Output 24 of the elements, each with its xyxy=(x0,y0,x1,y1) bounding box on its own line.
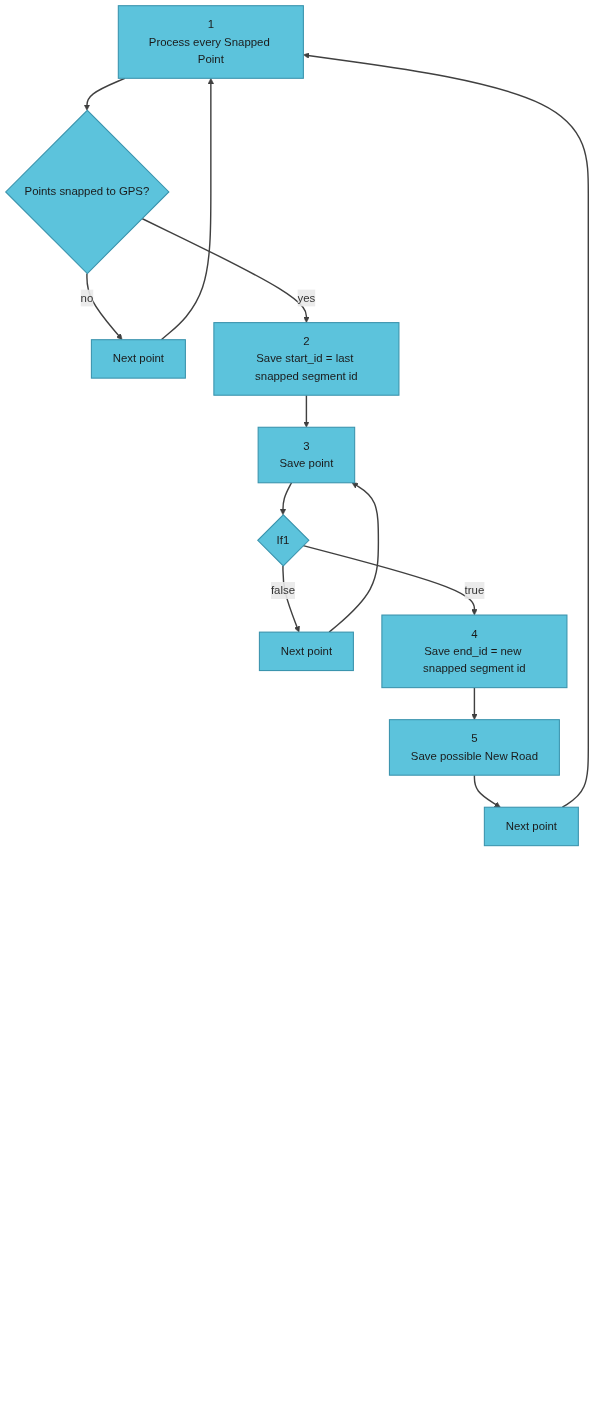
node-box: 2 Save start_id = last snapped segment id xyxy=(213,322,400,396)
arrow xyxy=(160,78,214,341)
arrow xyxy=(303,394,310,428)
arrow xyxy=(328,482,380,633)
arrow xyxy=(471,686,478,720)
arrow xyxy=(279,482,293,516)
arrow xyxy=(86,272,123,340)
arrow xyxy=(303,52,589,808)
edge-label: true xyxy=(464,584,485,597)
node-box: Next point xyxy=(258,631,354,672)
node-diamond: If1 xyxy=(257,514,310,567)
arrow xyxy=(473,774,501,808)
arrow xyxy=(141,217,310,323)
edge-label: false xyxy=(270,584,295,597)
node-box: 5 Save possible New Road xyxy=(388,719,560,776)
arrow xyxy=(83,77,126,111)
node-box: 1 Process every Snapped Point xyxy=(117,5,304,79)
node-box: Next point xyxy=(483,806,579,847)
node-box: Next point xyxy=(90,339,186,379)
edge-label: no xyxy=(80,291,94,304)
node-box: 3 Save point xyxy=(257,426,356,484)
node-box: 4 Save end_id = new snapped segment id xyxy=(381,614,568,689)
node-diamond: Points snapped to GPS? xyxy=(4,109,170,275)
edge-label: yes xyxy=(297,291,316,304)
